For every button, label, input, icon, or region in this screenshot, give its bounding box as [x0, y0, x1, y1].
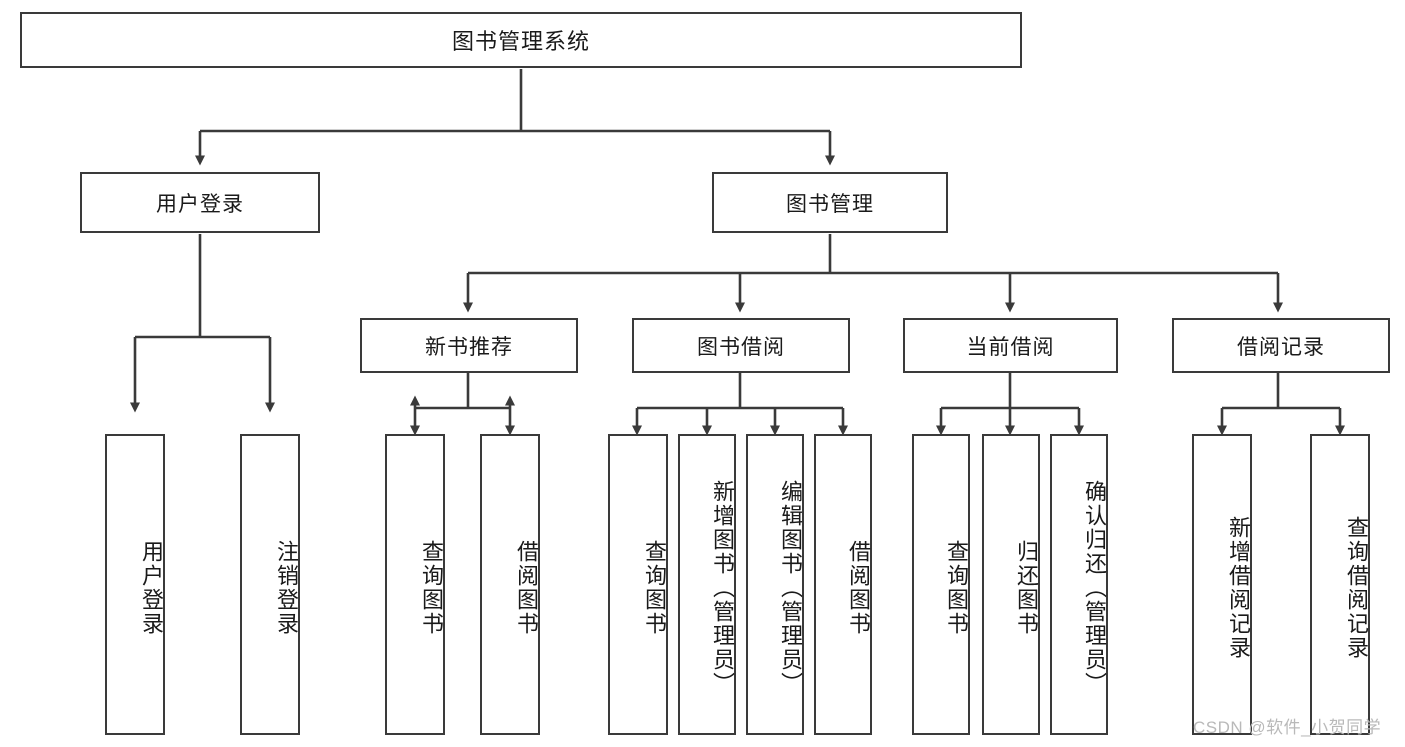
node-book-borrow[interactable]: 图书借阅	[632, 318, 850, 373]
node-book-management[interactable]: 图书管理	[712, 172, 948, 233]
csdn-watermark: CSDN @软件_小贺同学	[1193, 718, 1382, 737]
node-label: 图书借阅	[697, 335, 785, 359]
node-label: 新增借阅记录	[1226, 515, 1251, 660]
node-label: 注销登录	[274, 539, 299, 636]
node-label: 新增图书（管理员）	[710, 479, 735, 696]
node-label: 新书推荐	[425, 335, 513, 359]
node-root-system[interactable]: 图书管理系统	[20, 12, 1022, 68]
node-leaf-query-borrow-record[interactable]: 查询借阅记录	[1310, 434, 1370, 735]
node-label: 图书管理系统	[451, 29, 590, 54]
node-leaf-query-book-current[interactable]: 查询图书	[912, 434, 970, 735]
node-new-book-recommend[interactable]: 新书推荐	[360, 318, 578, 373]
node-label: 图书管理	[786, 192, 874, 216]
node-label: 查询图书	[642, 539, 667, 636]
node-label: 借阅图书	[846, 539, 871, 636]
node-leaf-confirm-return-admin[interactable]: 确认归还（管理员）	[1050, 434, 1108, 735]
node-leaf-borrow-book-recommend[interactable]: 借阅图书	[480, 434, 540, 735]
node-leaf-borrow-book[interactable]: 借阅图书	[814, 434, 872, 735]
node-leaf-user-login[interactable]: 用户登录	[105, 434, 165, 735]
node-leaf-user-logout[interactable]: 注销登录	[240, 434, 300, 735]
node-label: 当前借阅	[966, 335, 1055, 359]
node-borrow-record[interactable]: 借阅记录	[1172, 318, 1390, 373]
node-leaf-edit-book-admin[interactable]: 编辑图书（管理员）	[746, 434, 804, 735]
node-label: 编辑图书（管理员）	[778, 479, 803, 696]
node-label: 借阅图书	[514, 539, 539, 636]
node-leaf-query-book-recommend[interactable]: 查询图书	[385, 434, 445, 735]
node-label: 查询图书	[944, 539, 969, 636]
node-label: 归还图书	[1014, 539, 1039, 636]
node-label: 查询借阅记录	[1344, 515, 1369, 660]
node-current-borrow[interactable]: 当前借阅	[903, 318, 1118, 373]
node-label: 查询图书	[419, 539, 444, 636]
node-label: 用户登录	[156, 192, 244, 216]
node-label: 确认归还（管理员）	[1082, 479, 1107, 696]
node-user-login[interactable]: 用户登录	[80, 172, 320, 233]
node-leaf-query-book-borrow[interactable]: 查询图书	[608, 434, 668, 735]
node-leaf-add-book-admin[interactable]: 新增图书（管理员）	[678, 434, 736, 735]
node-leaf-add-borrow-record[interactable]: 新增借阅记录	[1192, 434, 1252, 735]
node-label: 借阅记录	[1237, 335, 1325, 359]
node-label: 用户登录	[139, 539, 164, 636]
node-leaf-return-book[interactable]: 归还图书	[982, 434, 1040, 735]
